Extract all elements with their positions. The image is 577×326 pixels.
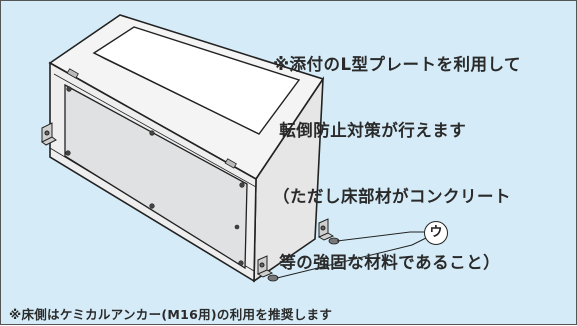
- screw: [149, 203, 155, 209]
- note-line: ※添付のL型プレートを利用して: [273, 55, 522, 74]
- anchor-recommendation-note: ※床側はケミカルアンカー(M16用)の利用を推奨します: [9, 307, 333, 322]
- screw: [149, 130, 155, 136]
- note-line: （ただし床部材がコンクリート: [273, 187, 511, 206]
- screw: [66, 86, 72, 92]
- note-line: 転倒防止対策が行えます: [273, 121, 467, 140]
- front-access-panel: [64, 83, 248, 270]
- note-line: 等の強固な材料であること）: [273, 253, 501, 272]
- front-top-rim: [53, 73, 257, 188]
- screw: [239, 182, 245, 188]
- plate-usage-note: ※添付のL型プレートを利用して 転倒防止対策が行えます （ただし床部材がコンクリ…: [273, 10, 573, 318]
- l-plate-front: [256, 255, 274, 278]
- screw: [234, 224, 240, 230]
- screw: [238, 260, 244, 266]
- opening-inner-edge: [93, 52, 260, 135]
- l-plate-right: [317, 218, 335, 241]
- leader-line-lower: [276, 237, 427, 279]
- leader-line-upper: [336, 231, 424, 242]
- callout-label: ウ: [424, 221, 448, 245]
- hinge: [224, 158, 237, 169]
- hinge: [66, 68, 79, 79]
- screw: [65, 150, 71, 156]
